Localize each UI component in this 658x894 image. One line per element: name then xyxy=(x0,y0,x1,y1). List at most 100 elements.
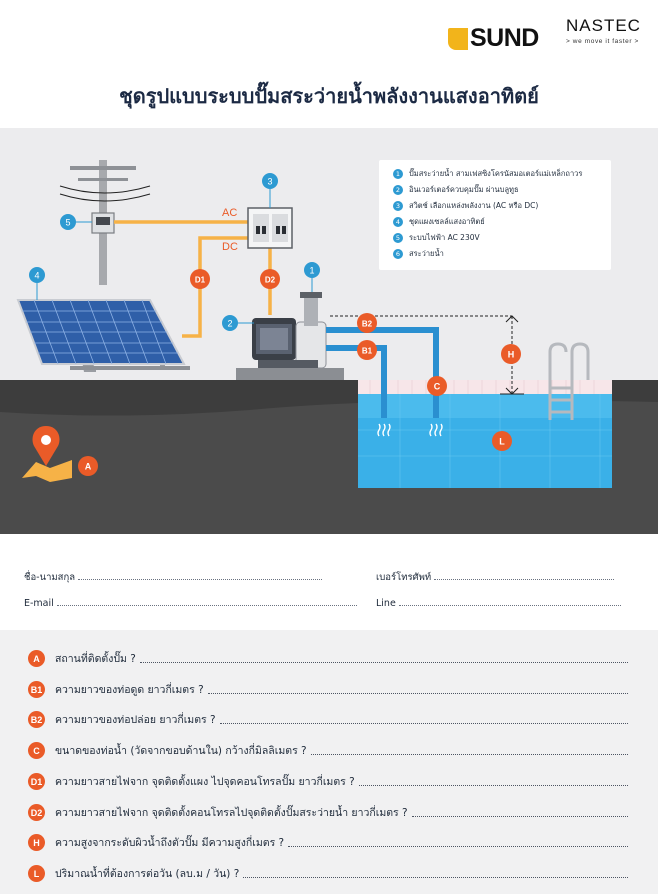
question-d2[interactable]: D2 ความยาวสายไฟจาก จุดติดตั้งคอนโทรลไปจุด… xyxy=(0,803,628,821)
question-text: ความยาวสายไฟจาก จุดติดตั้งแผง ไปจุดคอนโท… xyxy=(55,776,355,788)
callout-2: 2 xyxy=(222,315,254,331)
legend-label: ชุดแผงเซลล์แสงอาทิตย์ xyxy=(409,217,485,226)
legend-number: 1 xyxy=(393,169,403,179)
water-flow-icon xyxy=(377,423,443,437)
question-text: ความยาวสายไฟจาก จุดติดตั้งคอนโทรลไปจุดติ… xyxy=(55,807,408,819)
question-text: ความสูงจากระดับผิวน้ำถึงตัวปั๊ม มีความสู… xyxy=(55,837,285,849)
line-label: Line xyxy=(376,598,396,609)
dc-label: DC xyxy=(222,241,238,253)
location-pin-icon xyxy=(22,426,72,482)
callout-l: L xyxy=(492,431,512,451)
callout-d2: D2 xyxy=(260,269,280,289)
question-badge: C xyxy=(28,742,45,759)
contact-form: ชื่อ-นามสกุล เบอร์โทรศัพท์ E-mail Line xyxy=(0,534,658,630)
svg-text:D1: D1 xyxy=(195,276,206,285)
answer-line[interactable] xyxy=(219,723,628,724)
callout-a: A xyxy=(78,456,98,476)
legend-label: อินเวอร์เตอร์ควบคุมปั๊ม ผ่านบลูทูธ xyxy=(409,185,519,194)
svg-text:4: 4 xyxy=(34,271,39,281)
answer-line[interactable] xyxy=(288,846,628,847)
callout-h: H xyxy=(501,344,521,364)
legend-number: 6 xyxy=(393,249,403,259)
callout-b1: B1 xyxy=(357,340,377,360)
legend-label: สวิตช์ เลือกแหล่งพลังงาน (AC หรือ DC) xyxy=(409,201,539,210)
question-badge: H xyxy=(28,834,45,851)
answer-line[interactable] xyxy=(358,785,628,786)
email-field[interactable]: E-mail xyxy=(24,596,357,609)
question-h[interactable]: H ความสูงจากระดับผิวน้ำถึงตัวปั๊ม มีความส… xyxy=(0,833,628,851)
ac-label: AC xyxy=(222,207,237,219)
svg-text:H: H xyxy=(508,350,515,360)
sund-logo-text: SUND xyxy=(470,24,539,52)
nastec-logo-text: NASTEC xyxy=(566,16,641,35)
callout-3: 3 xyxy=(262,173,278,208)
phone-field[interactable]: เบอร์โทรศัพท์ xyxy=(376,570,615,585)
question-badge: B2 xyxy=(28,711,45,728)
callout-4: 4 xyxy=(29,267,45,300)
source-selector-switch xyxy=(247,207,293,249)
question-badge: B1 xyxy=(28,681,45,698)
legend-label: ระบบไฟฟ้า AC 230V xyxy=(409,233,480,242)
pool-pump xyxy=(252,292,327,369)
svg-text:3: 3 xyxy=(267,177,272,187)
svg-text:B2: B2 xyxy=(362,320,373,329)
question-badge: D2 xyxy=(28,804,45,821)
svg-text:L: L xyxy=(499,437,505,447)
svg-text:D2: D2 xyxy=(265,276,276,285)
nastec-logo: NASTEC > we move it faster > xyxy=(566,16,654,45)
legend-item: 1 ปั๊มสระว่ายน้ำ สามเฟสซิงโครนัสมอเตอร์แม… xyxy=(379,166,611,182)
solar-panel-array xyxy=(16,299,190,372)
answer-line[interactable] xyxy=(207,693,628,694)
question-text: สถานที่ติดตั้งปั๊ม ? xyxy=(55,653,136,665)
question-badge: D1 xyxy=(28,773,45,790)
question-text: ปริมาณน้ำที่ต้องการต่อวัน (ลบ.ม / วัน) ? xyxy=(55,868,240,880)
callout-d1: D1 xyxy=(190,269,210,289)
line-field[interactable]: Line xyxy=(376,596,621,609)
legend-number: 4 xyxy=(393,217,403,227)
answer-line[interactable] xyxy=(411,816,628,817)
name-field[interactable]: ชื่อ-นามสกุล xyxy=(24,570,323,585)
answer-line[interactable] xyxy=(139,662,628,663)
svg-text:5: 5 xyxy=(65,218,70,228)
svg-text:C: C xyxy=(434,382,441,392)
svg-text:B1: B1 xyxy=(362,347,373,356)
nastec-tagline: > we move it faster > xyxy=(566,38,639,45)
email-fill-line[interactable] xyxy=(56,596,357,606)
legend-label: สระว่ายน้ำ xyxy=(409,249,444,258)
legend-label: ปั๊มสระว่ายน้ำ สามเฟสซิงโครนัสมอเตอร์แม่… xyxy=(409,169,583,178)
page-title: ชุดรูปแบบระบบปั๊มสระว่ายน้ำพลังงานแสงอาท… xyxy=(119,84,539,108)
question-badge: A xyxy=(28,650,45,667)
callout-b2: B2 xyxy=(357,313,377,333)
question-text: ขนาดของท่อน้ำ (วัดจากขอบด้านใน) กว้างกี่… xyxy=(55,745,307,757)
email-label: E-mail xyxy=(24,598,54,609)
legend-number: 2 xyxy=(393,185,403,195)
phone-label: เบอร์โทรศัพท์ xyxy=(376,572,432,583)
answer-line[interactable] xyxy=(310,754,628,755)
name-fill-line[interactable] xyxy=(78,570,323,580)
callout-c: C xyxy=(427,376,447,396)
question-b2[interactable]: B2 ความยาวของท่อปล่อย ยาวกี่เมตร ? xyxy=(0,710,628,728)
svg-text:2: 2 xyxy=(227,319,232,329)
legend-number: 3 xyxy=(393,201,403,211)
sund-logo: SUND xyxy=(448,24,539,53)
question-text: ความยาวของท่อปล่อย ยาวกี่เมตร ? xyxy=(55,714,216,726)
line-fill-line[interactable] xyxy=(398,596,621,606)
svg-text:1: 1 xyxy=(309,266,314,276)
answer-line[interactable] xyxy=(243,877,628,878)
legend-item: 2 อินเวอร์เตอร์ควบคุมปั๊ม ผ่านบลูทูธ xyxy=(379,182,611,198)
suction-pipe xyxy=(326,345,387,418)
phone-fill-line[interactable] xyxy=(434,570,615,580)
question-c[interactable]: C ขนาดของท่อน้ำ (วัดจากขอบด้านใน) กว้างกี… xyxy=(0,741,628,759)
name-label: ชื่อ-นามสกุล xyxy=(24,572,76,583)
diagram-legend: 1 ปั๊มสระว่ายน้ำ สามเฟสซิงโครนัสมอเตอร์แม… xyxy=(379,160,611,270)
page-header: SUND NASTEC > we move it faster > ชุดรูป… xyxy=(0,0,658,128)
pool-ladder xyxy=(548,342,590,420)
question-d1[interactable]: D1 ความยาวสายไฟจาก จุดติดตั้งแผง ไปจุดคอน… xyxy=(0,772,628,790)
sund-logo-mark xyxy=(448,27,468,50)
question-a[interactable]: A สถานที่ติดตั้งปั๊ม ? xyxy=(0,649,628,667)
callout-5: 5 xyxy=(60,214,92,230)
